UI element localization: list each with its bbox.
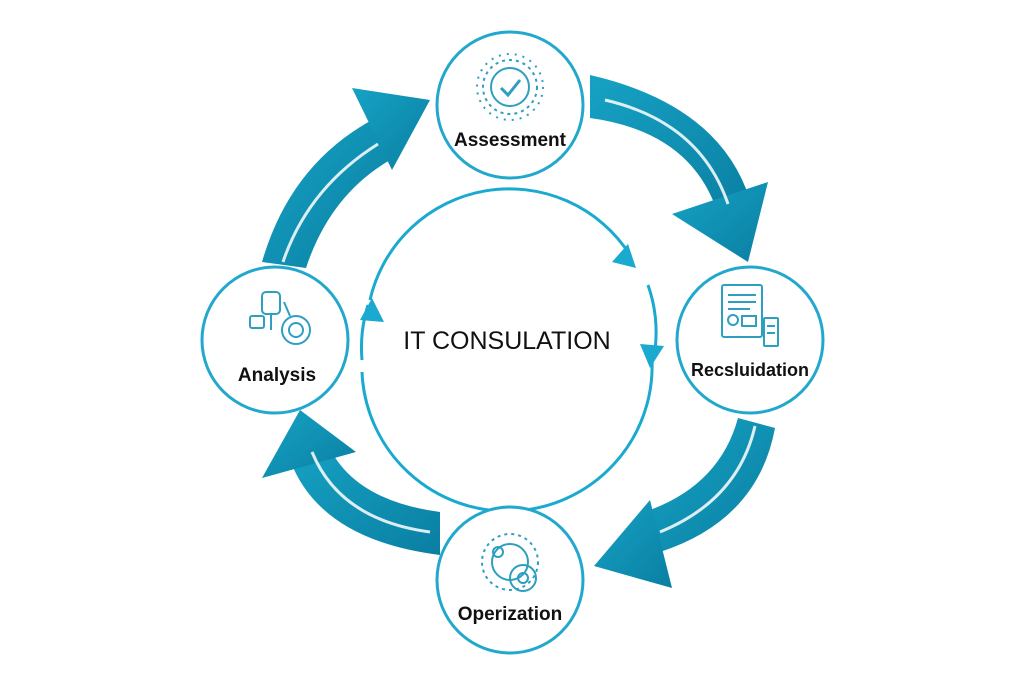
inner-arrowhead-right: [640, 344, 664, 368]
node-label-analysis: Analysis: [238, 365, 316, 386]
node-label-recommendation: Recsluidation: [691, 360, 809, 380]
arrow-assessment-to-recommendation: [590, 75, 768, 262]
report-document-icon: [721, 284, 779, 347]
arrow-optimization-to-analysis: [262, 410, 440, 555]
node-recommendation[interactable]: Recsluidation: [675, 265, 825, 415]
node-analysis[interactable]: Analysis: [200, 265, 350, 415]
arrow-recommendation-to-optimization: [594, 418, 775, 588]
node-label-optimization: Operization: [458, 604, 563, 625]
inner-arrowhead-top: [612, 244, 636, 268]
inner-arrowhead-left: [360, 298, 384, 322]
gears-icon: [481, 533, 539, 592]
node-optimization[interactable]: Operization: [435, 505, 585, 655]
magnifier-chart-icon: [249, 291, 311, 345]
arrow-analysis-to-assessment: [262, 88, 430, 268]
node-label-assessment: Assessment: [454, 130, 567, 151]
outer-arrows: [262, 75, 775, 588]
inner-ring: [360, 187, 664, 513]
node-assessment[interactable]: Assessment: [435, 30, 585, 180]
center-title: IT CONSULATION: [403, 327, 610, 355]
gear-check-icon: [476, 53, 544, 121]
